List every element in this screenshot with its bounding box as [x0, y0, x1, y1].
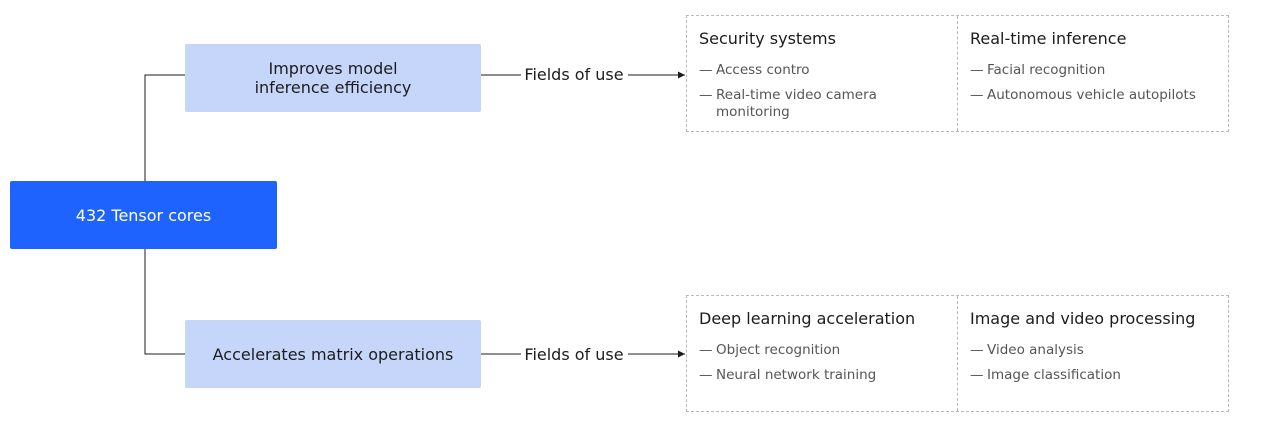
- dash-marker: —: [699, 342, 713, 358]
- list-item-text: Access contro: [716, 62, 810, 78]
- dash-marker: —: [970, 87, 984, 103]
- panel-title: Security systems: [699, 29, 836, 48]
- branch-node-matrix-operations: Accelerates matrix operations: [185, 320, 481, 388]
- branch-label-line: Improves model: [268, 59, 398, 78]
- dash-marker: —: [699, 62, 713, 78]
- panel-item-list: — Video analysis — Image classification: [970, 342, 1216, 384]
- panel-security-systems: Security systems — Access contro — Real-…: [687, 16, 957, 131]
- branch-node-inference-efficiency: Improves model inference efficiency: [185, 44, 481, 112]
- dash-marker: —: [699, 87, 713, 103]
- panel-title: Real-time inference: [970, 29, 1127, 48]
- list-item-text: Real-time video camera monitoring: [716, 87, 877, 120]
- list-item: — Image classification: [970, 367, 1216, 384]
- dash-marker: —: [970, 62, 984, 78]
- list-item-text: Video analysis: [987, 342, 1084, 358]
- root-node: 432 Tensor cores: [10, 181, 277, 249]
- panel-title: Deep learning acceleration: [699, 309, 916, 328]
- list-item: — Access contro: [699, 62, 945, 79]
- list-item-text: Object recognition: [716, 342, 841, 358]
- dash-marker: —: [970, 342, 984, 358]
- branch-label-line: Accelerates matrix operations: [212, 344, 454, 364]
- branch-label-line: inference efficiency: [254, 78, 412, 97]
- list-item: — Video analysis: [970, 342, 1216, 359]
- panel-title: Image and video processing: [970, 309, 1196, 328]
- list-item-text: Neural network training: [716, 367, 877, 383]
- list-item-text: Image classification: [987, 367, 1121, 383]
- panel-item-list: — Object recognition — Neural network tr…: [699, 342, 945, 384]
- edge-label-fields-of-use: Fields of use: [522, 345, 626, 365]
- edge-label-fields-of-use: Fields of use: [522, 65, 626, 85]
- fields-group-matrix: Deep learning acceleration — Object reco…: [686, 295, 1229, 412]
- list-item: — Neural network training: [699, 367, 945, 384]
- list-item-text: Facial recognition: [987, 62, 1106, 78]
- list-item: — Object recognition: [699, 342, 945, 359]
- panel-image-video-processing: Image and video processing — Video analy…: [957, 296, 1228, 411]
- panel-deep-learning-acceleration: Deep learning acceleration — Object reco…: [687, 296, 957, 411]
- list-item: — Real-time video camera monitoring: [699, 87, 945, 121]
- panel-item-list: — Facial recognition — Autonomous vehicl…: [970, 62, 1216, 104]
- panel-item-list: — Access contro — Real-time video camera…: [699, 62, 945, 121]
- list-item: — Autonomous vehicle autopilots: [970, 87, 1216, 104]
- root-to-top-branch-connector: [144, 74, 185, 181]
- panel-real-time-inference: Real-time inference — Facial recognition…: [957, 16, 1228, 131]
- list-item: — Facial recognition: [970, 62, 1216, 79]
- root-node-label: 432 Tensor cores: [75, 205, 212, 225]
- root-to-bottom-branch-connector: [144, 249, 185, 355]
- dash-marker: —: [970, 367, 984, 383]
- dash-marker: —: [699, 367, 713, 383]
- list-item-text: Autonomous vehicle autopilots: [987, 87, 1196, 103]
- fields-group-inference: Security systems — Access contro — Real-…: [686, 15, 1229, 132]
